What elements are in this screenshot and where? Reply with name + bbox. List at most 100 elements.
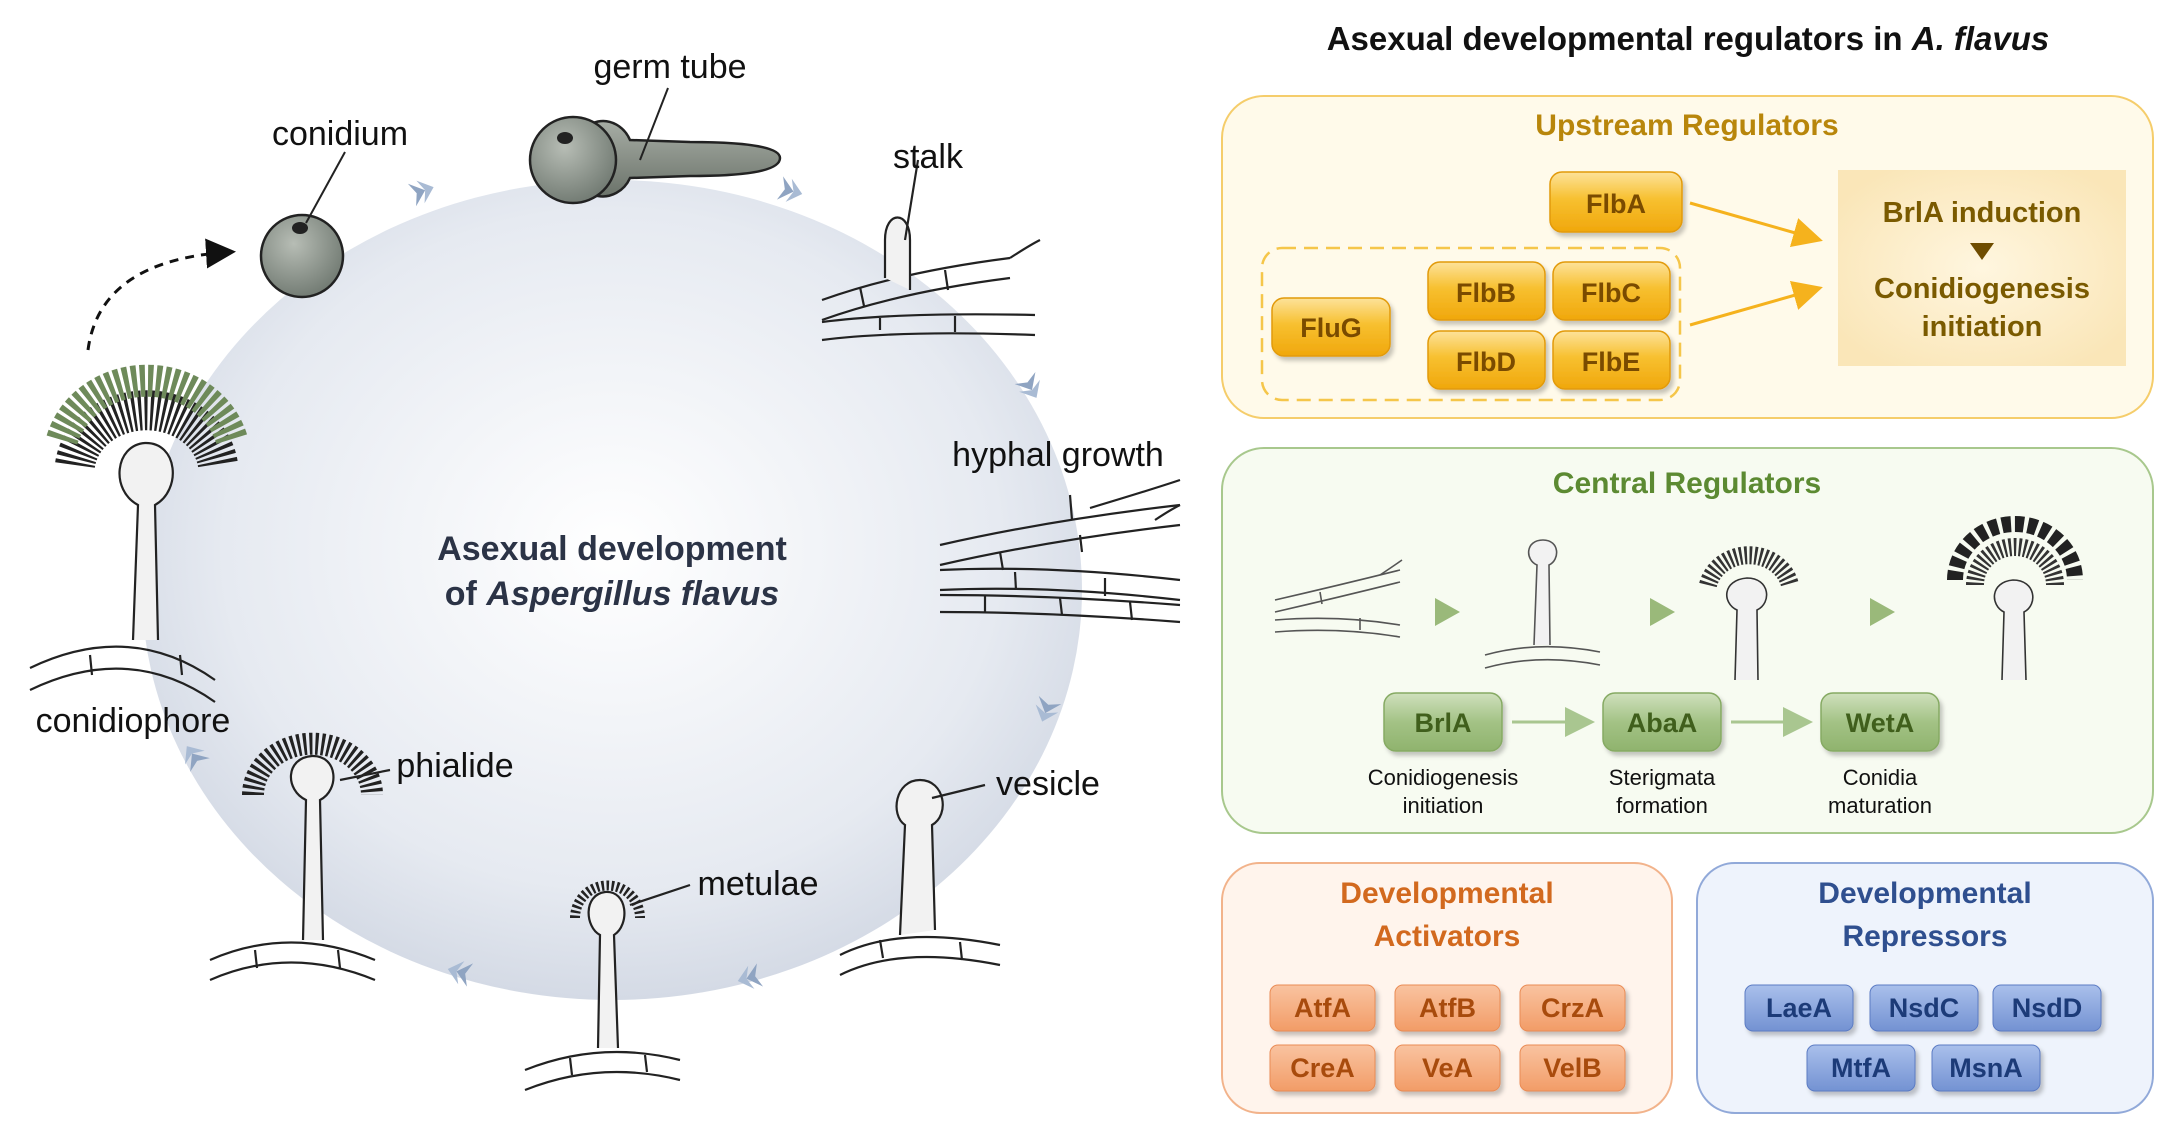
gene-mtfa: MtfA [1806,1044,1916,1092]
cycle-title-line2: of Aspergillus flavus [445,575,779,613]
svg-text:BrlA: BrlA [1414,708,1471,738]
label-conidiophore: conidiophore [36,702,231,740]
activator-gene-list: AtfA AtfB CrzA CreA VeA VelB [1269,984,1626,1092]
metulae-cell [524,880,691,1092]
central-stage-phialide [1699,546,1799,681]
caption-weta-line1: Conidia [1843,765,1918,790]
svg-text:FlbC: FlbC [1581,278,1641,308]
outcome-conidiogenesis: Conidiogenesis [1874,273,2090,305]
gene-weta: WetA [1820,692,1940,752]
stalk-cell [821,159,1041,342]
gene-laea: LaeA [1744,984,1854,1032]
gene-nsdc: NsdC [1869,984,1979,1032]
gene-atfa: AtfA [1269,984,1376,1032]
central-triangle [1870,598,1895,626]
flb-group-frame [1260,246,1682,402]
cycle-title-of: of [445,575,487,613]
gene-label: AtfA [1294,993,1351,1023]
svg-text:AbaA: AbaA [1627,708,1698,738]
repressors-title-line1: Developmental [1818,877,2031,910]
activators-title-line1: Developmental [1340,877,1553,910]
upstream-title: Upstream Regulators [1535,109,1838,142]
vesicle-cell [839,778,1001,976]
cycle-circle [142,180,1082,1000]
svg-text:FlbE: FlbE [1582,347,1641,377]
hyphal-growth-cells [939,478,1181,624]
gene-flug: FluG [1271,297,1391,357]
gene-label: CrzA [1541,993,1604,1023]
panel-title-species: A. flavus [1911,20,2050,57]
gene-label: VelB [1543,1053,1602,1083]
life-cycle: conidium germ tube stalk [29,48,1181,1092]
arrow-flb-group-to-outcome [1689,280,1823,327]
label-hyphal-growth: hyphal growth [952,436,1164,474]
cycle-title-line1: Asexual development [437,530,787,568]
outcome-initiation: initiation [1922,311,2043,343]
caption-weta-line2: maturation [1828,793,1932,818]
central-triangle [1435,598,1460,626]
outcome-brla-induction: BrlA induction [1883,197,2082,229]
gene-flbe: FlbE [1552,330,1671,390]
activators-section: Developmental Activators AtfA AtfB CrzA Cre… [1221,862,1673,1114]
gene-flbc: FlbC [1552,261,1671,321]
gene-atfb: AtfB [1394,984,1501,1032]
conidium-cell [259,151,346,299]
repressors-section: Developmental Repressors LaeA NsdC NsdD Mtf… [1696,862,2154,1114]
gene-brla: BrlA [1383,692,1503,752]
gene-label: NsdC [1889,993,1960,1023]
cycle-arrow [407,175,438,207]
caption-brla-line2: initiation [1403,793,1484,818]
germ-tube-cell [528,87,782,205]
central-section: Central Regulators [1221,447,2154,834]
panel-title: Asexual developmental regulators in A. f… [1327,20,2050,57]
gene-flba: FlbA [1549,171,1683,233]
gene-msna: MsnA [1931,1044,2041,1092]
gene-vea: VeA [1394,1044,1501,1092]
panel-title-text: Asexual developmental regulators in [1327,20,1912,57]
label-conidium: conidium [272,115,408,153]
gene-label: AtfB [1419,993,1476,1023]
gene-label: NsdD [2012,993,2083,1023]
central-title: Central Regulators [1553,467,1821,500]
gene-nsdd: NsdD [1992,984,2102,1032]
cycle-arrow [776,176,806,206]
gene-abaa: AbaA [1602,692,1722,752]
upstream-section: Upstream Regulators FlbA FluG FlbB FlbC … [1221,95,2154,419]
regulators-panel: Asexual developmental regulators in A. f… [1221,20,2154,1114]
caption-brla-line1: Conidiogenesis [1368,765,1518,790]
label-germ-tube: germ tube [593,48,746,86]
gene-crza: CrzA [1519,984,1626,1032]
svg-text:FlbD: FlbD [1456,347,1516,377]
upstream-outcome: BrlA induction Conidiogenesis initiation [1838,170,2126,366]
label-phialide: phialide [396,747,513,785]
gene-crea: CreA [1269,1044,1376,1092]
activators-title-line2: Activators [1374,920,1521,953]
gene-flbd: FlbD [1427,330,1546,390]
svg-text:FlbA: FlbA [1586,189,1646,219]
gene-label: CreA [1290,1053,1355,1083]
label-metulae: metulae [698,865,819,903]
conidiophore-cell [29,364,248,703]
cycle-title-species: Aspergillus flavus [485,575,779,613]
label-stalk: stalk [893,138,964,176]
central-triangle [1650,598,1675,626]
repressor-gene-list: LaeA NsdC NsdD MtfA MsnA [1744,984,2102,1092]
svg-text:WetA: WetA [1846,708,1915,738]
arrow-flba-to-outcome [1689,201,1823,248]
dispersal-arrow [86,238,236,351]
gene-label: MsnA [1949,1053,2023,1083]
svg-text:FlbB: FlbB [1456,278,1516,308]
gene-label: MtfA [1831,1053,1891,1083]
gene-velb: VelB [1519,1044,1626,1092]
repressors-title-line2: Repressors [1842,920,2007,953]
gene-label: VeA [1422,1053,1473,1083]
central-stage-stalk [1484,539,1601,669]
caption-abaa-line2: formation [1616,793,1708,818]
phialide-cell [209,732,391,982]
gene-flbb: FlbB [1427,261,1546,321]
caption-abaa-line1: Sterigmata [1609,765,1716,790]
outcome-down-arrow [1970,243,1994,260]
central-stage-conidiophore [1947,516,2083,681]
svg-text:FluG: FluG [1300,313,1362,343]
label-vesicle: vesicle [996,765,1100,803]
